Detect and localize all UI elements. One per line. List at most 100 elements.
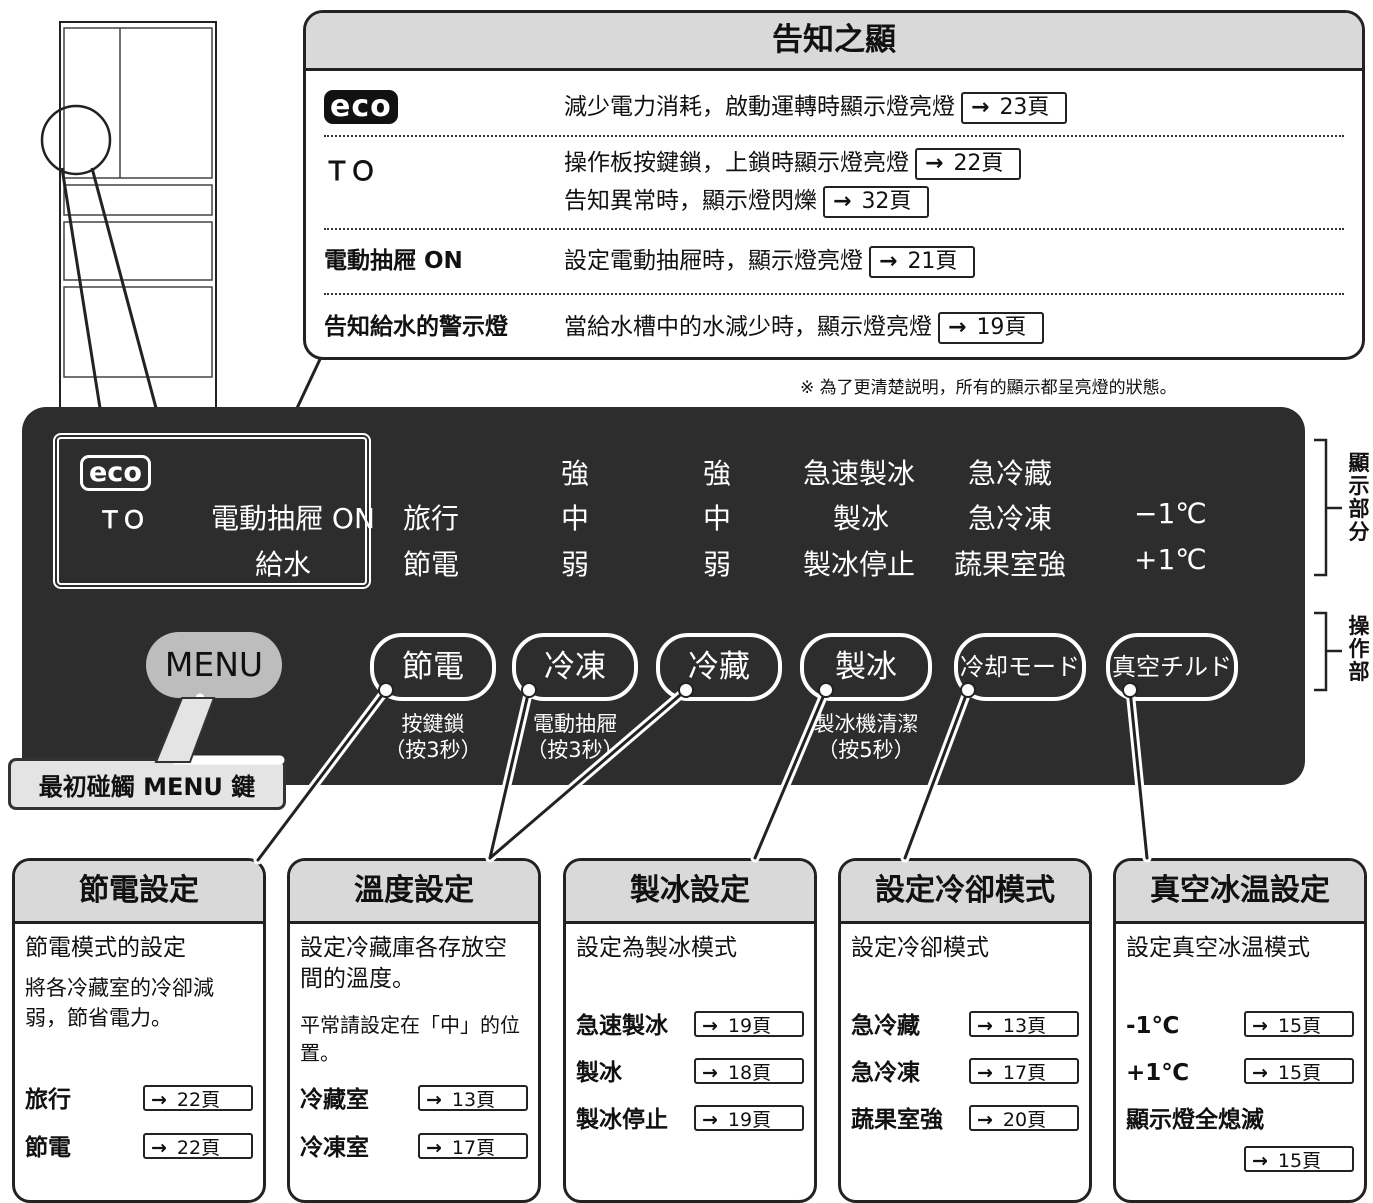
panel-water: 給水 bbox=[255, 548, 312, 581]
button-sublabel: 按鍵鎖（按3秒） bbox=[384, 712, 482, 762]
panel-veg-strong: 蔬果室強 bbox=[954, 548, 1067, 581]
temp-setting-box: 溫度設定 設定冷藏庫各存放空間的溫度。 平常請設定在「中」的位置。 冷藏室→13… bbox=[287, 858, 541, 1203]
panel-rapid-freeze: 急冷凍 bbox=[968, 502, 1053, 535]
panel-freeze-weak: 弱 bbox=[561, 548, 590, 581]
panel-freeze-mid: 中 bbox=[561, 502, 590, 535]
page-ref: →15頁 bbox=[1244, 1058, 1354, 1084]
panel-fridge-strong: 強 bbox=[703, 457, 732, 490]
setting-row: 製冰停止→19頁 bbox=[576, 1105, 804, 1135]
panel-temp-minus: −1℃ bbox=[1134, 497, 1207, 530]
operation-section-label: 操作部 bbox=[1348, 614, 1370, 684]
setting-row: 冷凍室→17頁 bbox=[300, 1133, 528, 1163]
panel-fridge-mid: 中 bbox=[703, 502, 732, 535]
setting-row: 急冷藏→13頁 bbox=[851, 1011, 1079, 1041]
notice-box: 告知之顯 eco 減少電力消耗，啟動運轉時顯示燈亮燈→23頁 ＴＯ 操作板按鍵鎖… bbox=[303, 10, 1365, 360]
button-sublabel: 製冰機清潔（按5秒） bbox=[813, 712, 919, 762]
indicator-box bbox=[57, 437, 367, 585]
page-ref: →13頁 bbox=[418, 1085, 528, 1111]
notice-row-key: ＴＯ 操作板按鍵鎖，上鎖時顯示燈亮燈→22頁 bbox=[324, 147, 1344, 187]
cooling-mode-box: 設定冷卻模式 設定冷卻模式 急冷藏→13頁 急冷凍→17頁 蔬果室強→20頁 bbox=[838, 858, 1092, 1203]
notice-row-drawer: 電動抽屜 ON 設定電動抽屜時，顯示燈亮燈→21頁 bbox=[324, 245, 1344, 278]
fridge-button[interactable]: 冷藏 bbox=[656, 633, 782, 701]
freezer-button[interactable]: 冷凍 bbox=[512, 633, 638, 701]
eco-icon: eco bbox=[324, 90, 398, 124]
notice-title: 告知之顯 bbox=[306, 13, 1362, 71]
page-ref: →22頁 bbox=[143, 1085, 253, 1111]
panel-rapid-ice: 急速製冰 bbox=[803, 457, 916, 490]
page-ref: →18頁 bbox=[694, 1058, 804, 1084]
display-note: ※ 為了更清楚説明，所有的顯示都呈亮燈的狀態。 bbox=[800, 378, 1177, 398]
dotted-divider bbox=[324, 293, 1344, 295]
notice-desc: 設定電動抽屜時，顯示燈亮燈 bbox=[564, 248, 863, 274]
box-desc: 設定冷卻模式 bbox=[851, 935, 989, 961]
button-sublabel: 電動抽屜（按3秒） bbox=[526, 712, 624, 762]
box-desc: 設定為製冰模式 bbox=[576, 935, 737, 961]
vacuum-chill-button[interactable]: 真空チルド bbox=[1106, 633, 1238, 701]
page-ref: →17頁 bbox=[969, 1058, 1079, 1084]
setting-row: 製冰→18頁 bbox=[576, 1058, 804, 1088]
notice-desc: 當給水槽中的水減少時，顯示燈亮燈 bbox=[564, 314, 932, 340]
key-lock-icon: ＴＯ bbox=[324, 157, 377, 187]
setting-row: 冷藏室→13頁 bbox=[300, 1085, 528, 1115]
menu-button[interactable]: MENU bbox=[146, 632, 282, 698]
setting-row: -1℃→15頁 bbox=[1126, 1011, 1354, 1041]
notice-desc: 減少電力消耗，啟動運轉時顯示燈亮燈 bbox=[564, 94, 955, 120]
setting-row: 節電→22頁 bbox=[25, 1133, 253, 1163]
box-title: 設定冷卻模式 bbox=[841, 861, 1089, 924]
cooling-mode-button[interactable]: 冷却モード bbox=[954, 633, 1086, 701]
page-ref: →23頁 bbox=[961, 92, 1068, 124]
panel-energy: 節電 bbox=[403, 548, 460, 581]
panel-freeze-strong: 強 bbox=[561, 457, 590, 490]
notice-row-water: 告知給水的警示燈 當給水槽中的水減少時，顯示燈亮燈→19頁 bbox=[324, 311, 1344, 344]
display-section-label: 顯示部分 bbox=[1348, 451, 1370, 544]
box-title: 製冰設定 bbox=[566, 861, 814, 924]
page-ref: →15頁 bbox=[1244, 1011, 1354, 1037]
ice-setting-box: 製冰設定 設定為製冰模式 急速製冰→19頁 製冰→18頁 製冰停止→19頁 bbox=[563, 858, 817, 1203]
page-ref: →21頁 bbox=[869, 246, 976, 278]
panel-ice: 製冰 bbox=[833, 502, 890, 535]
page-ref: →22頁 bbox=[915, 148, 1022, 180]
panel-eco-icon: eco bbox=[80, 455, 151, 491]
panel-ice-stop: 製冰停止 bbox=[803, 548, 916, 581]
page-ref: →17頁 bbox=[418, 1133, 528, 1159]
box-title: 溫度設定 bbox=[290, 861, 538, 924]
page-ref: →20頁 bbox=[969, 1105, 1079, 1131]
energy-setting-box: 節電設定 節電模式的設定 將各冷藏室的冷卻減弱，節省電力。 旅行→22頁 節電→… bbox=[12, 858, 266, 1203]
dotted-divider bbox=[324, 228, 1344, 230]
energy-save-button[interactable]: 節電 bbox=[370, 633, 496, 701]
notice-desc: 操作板按鍵鎖，上鎖時顯示燈亮燈 bbox=[564, 150, 909, 176]
setting-row: 急冷凍→17頁 bbox=[851, 1058, 1079, 1088]
page-ref: →19頁 bbox=[694, 1105, 804, 1131]
setting-row: 顯示燈全熄滅 bbox=[1126, 1107, 1264, 1133]
panel-rapid-chill: 急冷藏 bbox=[968, 457, 1053, 490]
panel-temp-plus: +1℃ bbox=[1134, 543, 1207, 576]
notice-desc: 告知異常時，顯示燈閃爍 bbox=[564, 188, 817, 214]
box-desc: 平常請設定在「中」的位置。 bbox=[300, 1013, 520, 1065]
panel-key-icon: ＴＯ bbox=[98, 506, 146, 534]
notice-label: 告知給水的警示燈 bbox=[324, 314, 508, 340]
vacuum-chill-box: 真空冰温設定 設定真空冰温模式 -1℃→15頁 +1℃→15頁 顯示燈全熄滅 →… bbox=[1113, 858, 1367, 1203]
panel-drawer-on: 電動抽屜 ON bbox=[211, 502, 375, 535]
page-ref: →32頁 bbox=[823, 186, 930, 218]
box-desc: 設定冷藏庫各存放空間的溫度。 bbox=[300, 935, 507, 992]
setting-row: →15頁 bbox=[1126, 1146, 1354, 1176]
box-title: 節電設定 bbox=[15, 861, 263, 924]
menu-callout: 最初碰觸 MENU 鍵 bbox=[8, 758, 286, 810]
box-title: 真空冰温設定 bbox=[1116, 861, 1364, 924]
notice-row-eco: eco 減少電力消耗，啟動運轉時顯示燈亮燈→23頁 bbox=[324, 90, 1344, 124]
page-ref: →19頁 bbox=[694, 1011, 804, 1037]
setting-row: +1℃→15頁 bbox=[1126, 1058, 1354, 1088]
page-ref: →19頁 bbox=[938, 312, 1045, 344]
box-desc: 設定真空冰温模式 bbox=[1126, 935, 1310, 961]
setting-row: 旅行→22頁 bbox=[25, 1085, 253, 1115]
setting-row: 急速製冰→19頁 bbox=[576, 1011, 804, 1041]
panel-fridge-weak: 弱 bbox=[703, 548, 732, 581]
notice-label: 電動抽屜 ON bbox=[324, 248, 463, 274]
notice-row-alert: 告知異常時，顯示燈閃爍→32頁 bbox=[324, 185, 1344, 218]
page-ref: →22頁 bbox=[143, 1133, 253, 1159]
ice-button[interactable]: 製冰 bbox=[800, 633, 932, 701]
panel-travel: 旅行 bbox=[403, 502, 460, 535]
page-ref: →15頁 bbox=[1244, 1146, 1354, 1172]
setting-row: 蔬果室強→20頁 bbox=[851, 1105, 1079, 1135]
dotted-divider bbox=[324, 135, 1344, 137]
